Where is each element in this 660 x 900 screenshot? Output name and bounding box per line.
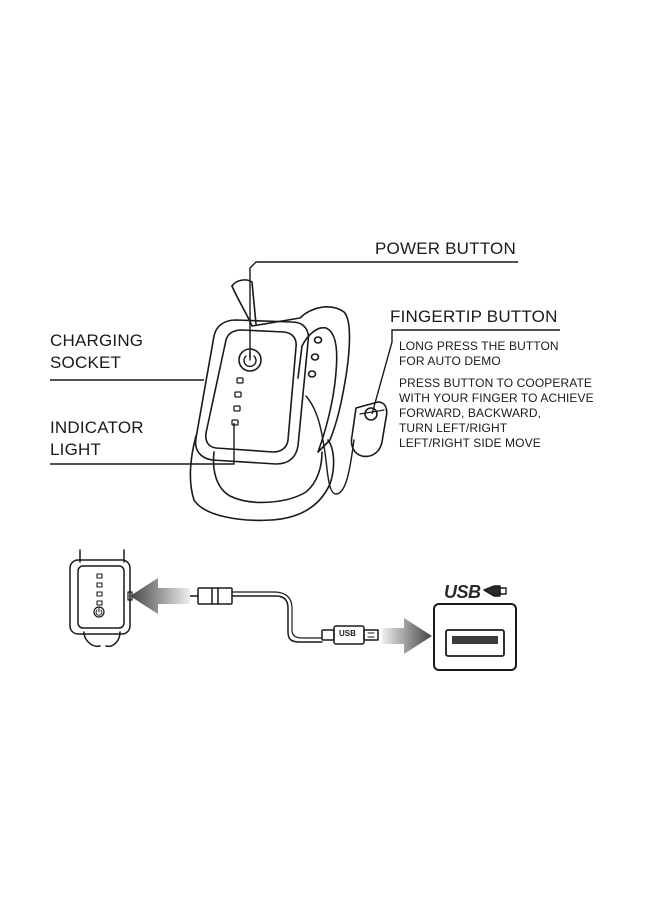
indicator-light-leader [50,423,235,465]
fingertip-button-label: FINGERTIP BUTTON [390,307,558,326]
usb-logo-text: USB [444,582,481,602]
wristband-back-strap [231,285,351,453]
fingertip-note2-line3: FORWARD, BACKWARD, [399,406,542,420]
arrow-to-port [382,618,432,654]
leader-lines [50,261,560,465]
device-side-face [77,565,125,629]
fingertip-note2-line1: PRESS BUTTON TO COOPERATE [399,376,592,390]
charging-socket-label-line1: CHARGING [50,331,144,350]
wristband-back-strap-edge [231,279,257,325]
wristband-illustration [189,279,388,522]
device-body-outer [194,319,310,465]
usb-plug-label: USB [339,629,356,638]
fingertip-cable [305,395,355,495]
fingertip-button-graphic [364,407,378,421]
arrow-to-device [130,578,190,614]
fingertip-note1-line1: LONG PRESS THE BUTTON [399,339,559,353]
usb-plug-tip [363,629,379,641]
wristband-lower-inner [212,451,323,504]
power-button-leader [249,261,518,358]
device-body-face [205,329,297,453]
fingertip-ring [350,401,388,458]
fingertip-note2-line5: LEFT/RIGHT SIDE MOVE [399,436,541,450]
device-side-lights [96,573,103,606]
charging-cable [231,595,323,643]
wristband-lower-band [189,435,335,522]
fingertip-note1-line2: FOR AUTO DEMO [399,354,501,368]
usb-icon [483,585,507,597]
indicator-light-label-line1: INDICATOR [50,418,144,437]
charging-illustration [69,549,517,671]
fingertip-note2-line2: WITH YOUR FINGER TO ACHIEVE [399,391,594,405]
device-side-power [93,606,105,618]
fingertip-button-leader [371,329,560,415]
fingertip-note2-line4: TURN LEFT/RIGHT [399,421,508,435]
indicator-lights [231,377,244,426]
charging-socket-label-line2: SOCKET [50,353,122,372]
dc-plug-body [197,587,233,605]
power-button-label: POWER BUTTON [375,239,516,258]
usb-port-box [433,603,517,671]
indicator-light-label-line2: LIGHT [50,440,102,459]
usb-port-slot [445,629,505,657]
device-side-body [69,559,131,635]
